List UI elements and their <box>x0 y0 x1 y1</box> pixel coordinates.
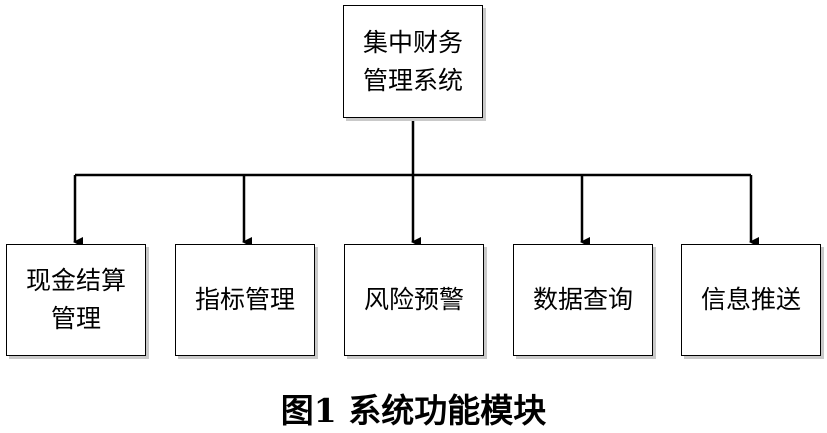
root-node-label: 集中财务 管理系统 <box>362 27 463 95</box>
module-node-label: 现金结算 管理 <box>25 266 126 333</box>
module-node-risk-warning: 风险预警 <box>344 244 484 356</box>
module-node-indicator-management: 指标管理 <box>175 244 315 356</box>
module-node-cash-settlement: 现金结算 管理 <box>6 244 146 356</box>
figure-caption: 图1 系统功能模块 <box>280 391 547 430</box>
module-node-label: 数据查询 <box>532 285 633 314</box>
module-node-label: 信息推送 <box>700 285 801 314</box>
module-node-info-push: 信息推送 <box>681 244 821 356</box>
root-node: 集中财务 管理系统 <box>343 5 483 118</box>
module-node-data-query: 数据查询 <box>513 244 653 356</box>
module-node-label: 指标管理 <box>194 285 295 314</box>
module-node-label: 风险预警 <box>363 285 464 314</box>
